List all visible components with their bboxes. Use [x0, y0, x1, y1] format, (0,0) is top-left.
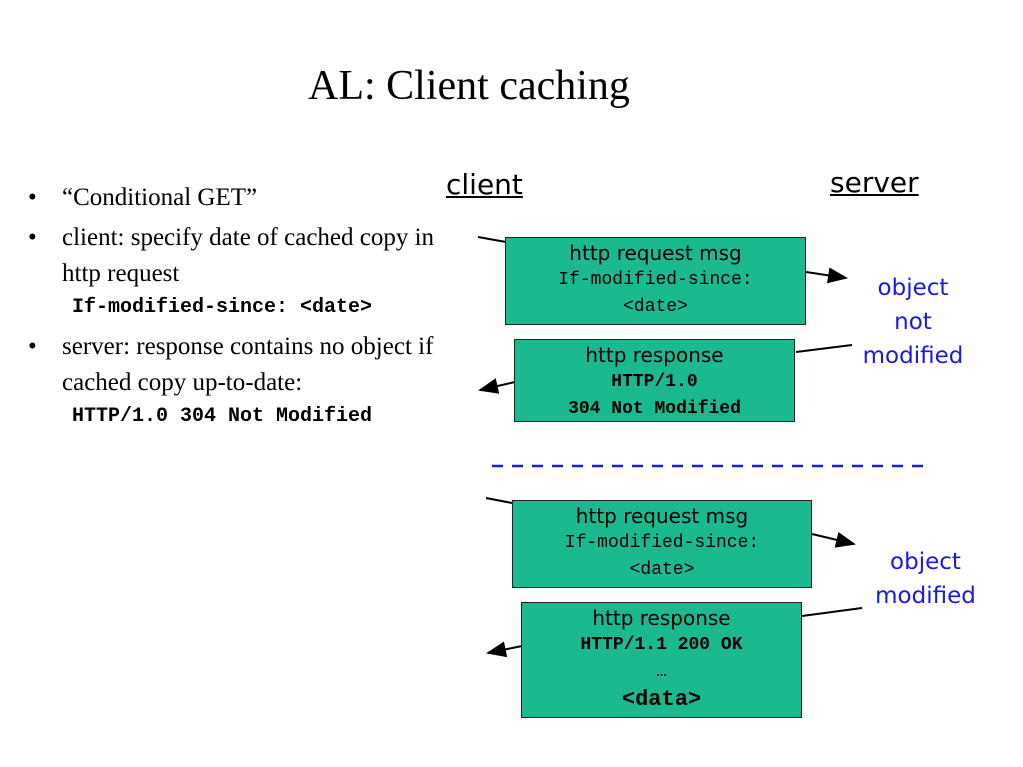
box-heading: http response	[592, 606, 731, 630]
response-box-2: http response HTTP/1.1 200 OK … <data>	[521, 602, 802, 718]
arrow-req2-in	[485, 497, 513, 504]
server-label: server	[830, 166, 919, 199]
arrow-resp1-out	[478, 378, 516, 394]
box-status-line: 304 Not Modified	[568, 399, 741, 419]
code-if-modified-since: If-modified-since: <date>	[72, 296, 373, 319]
arrow-resp1-in	[795, 344, 853, 353]
client-label: client	[446, 168, 523, 201]
arrow-resp2-out	[486, 641, 523, 658]
bullet-text: “Conditional GET”	[62, 184, 258, 211]
box-header-line: If-modified-since:	[558, 270, 753, 290]
box-date-line: <date>	[623, 297, 688, 317]
note-object-not-modified: object not modified	[848, 271, 978, 373]
box-status-line: HTTP/1.1 200 OK	[580, 635, 743, 655]
bullet-text: client: specify date of cached copy in h…	[62, 224, 435, 287]
bullet-conditional-get: • “Conditional GET”	[22, 180, 472, 216]
bullet-text: server: response contains no object if c…	[62, 333, 434, 396]
note-line: modified	[875, 583, 976, 609]
bullet-dot: •	[28, 333, 37, 360]
box-heading: http request msg	[575, 504, 749, 528]
box-heading: http request msg	[569, 241, 742, 265]
arrow-req1-in	[477, 236, 507, 243]
note-line: not	[894, 309, 932, 335]
note-line: object	[877, 275, 949, 301]
bullet-server: • server: response contains no object if…	[22, 329, 472, 401]
bullet-list: • “Conditional GET” • client: specify da…	[22, 180, 472, 438]
bullet-dot: •	[28, 224, 37, 251]
arrow-req1-out	[805, 267, 848, 284]
box-data-line: <data>	[621, 687, 702, 712]
box-header-line: If-modified-since:	[564, 533, 760, 553]
bullet-client: • client: specify date of cached copy in…	[22, 220, 472, 292]
note-object-modified: object modified	[858, 545, 993, 613]
request-box-2: http request msg If-modified-since: <dat…	[512, 500, 812, 588]
box-ellipsis: …	[656, 662, 667, 682]
box-status-version: HTTP/1.0	[611, 372, 698, 392]
arrow-req2-out	[811, 532, 856, 548]
note-line: modified	[862, 343, 964, 369]
bullet-dot: •	[28, 184, 37, 211]
arrow-resp2-in	[801, 607, 863, 617]
response-box-1: http response HTTP/1.0 304 Not Modified	[514, 339, 795, 422]
slide-title: AL: Client caching	[308, 63, 630, 109]
note-line: object	[890, 549, 961, 575]
request-box-1: http request msg If-modified-since: <dat…	[505, 237, 806, 325]
box-heading: http response	[585, 343, 724, 367]
code-not-modified: HTTP/1.0 304 Not Modified	[72, 405, 373, 428]
box-date-line: <date>	[629, 560, 695, 580]
